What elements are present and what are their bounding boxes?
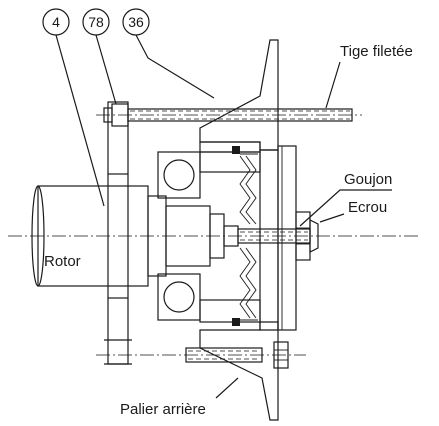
leader-ecrou	[319, 213, 345, 223]
leader-4	[55, 34, 105, 207]
lower-bolt	[96, 341, 306, 369]
svg-text:4: 4	[52, 14, 60, 30]
bearing-top	[157, 151, 201, 199]
cover-plate	[277, 145, 297, 331]
label-tige-filetee: Tige filetée	[340, 43, 413, 60]
central-nut	[295, 211, 319, 261]
callout-78: 78	[82, 8, 110, 36]
leader-tige	[325, 61, 341, 109]
label-ecrou: Ecrou	[348, 199, 387, 216]
seal-top	[232, 146, 240, 154]
callout-36: 36	[122, 8, 150, 36]
leader-palier	[215, 377, 239, 399]
bearing-bottom	[157, 273, 201, 321]
leader-78	[95, 34, 117, 105]
wave-washer	[239, 153, 258, 321]
callout-4: 4	[42, 8, 70, 36]
seal-bottom	[232, 318, 240, 326]
threaded-rod-upper	[96, 103, 362, 127]
svg-text:78: 78	[88, 14, 104, 30]
label-palier-arriere: Palier arrière	[120, 401, 206, 418]
leader-goujon	[299, 189, 392, 227]
label-rotor: Rotor	[44, 253, 81, 270]
svg-text:36: 36	[128, 14, 144, 30]
label-goujon: Goujon	[344, 171, 392, 188]
rotor-flange-plate	[104, 101, 132, 365]
leader-36	[135, 34, 215, 99]
rotor-body	[31, 185, 225, 287]
